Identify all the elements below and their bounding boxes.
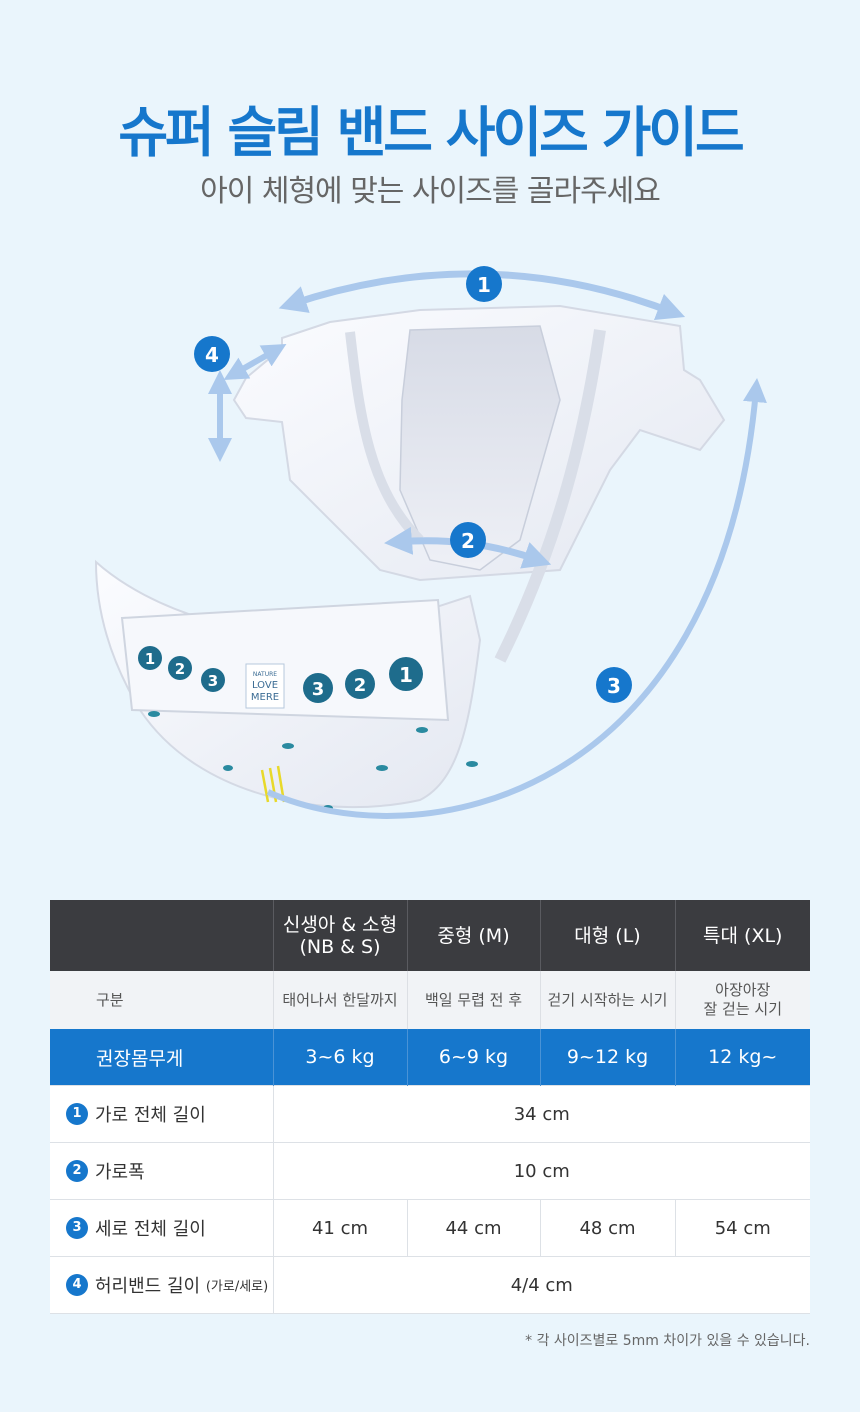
header-size-xl: 특대 (XL) — [674, 900, 810, 971]
marker-label: 1 — [477, 273, 491, 297]
row-label: 2 가로폭 — [50, 1142, 273, 1200]
header-size-nb-s: 신생아 & 소형(NB & S) — [272, 900, 407, 971]
row-label: 1 가로 전체 길이 — [50, 1085, 273, 1143]
row-label-text: 허리밴드 길이 — [95, 1276, 201, 1297]
band-number: 3 — [208, 672, 218, 690]
header-line: 신생아 & 소형 — [282, 913, 398, 936]
leg-cuff-left — [345, 331, 424, 544]
table-header-row: 신생아 & 소형(NB & S) 중형 (M) 대형 (L) 특대 (XL) — [50, 900, 810, 971]
row-label-text: 세로 전체 길이 — [95, 1219, 206, 1240]
stage-cell: 걷기 시작하는 시기 — [539, 971, 675, 1029]
marker-1: 1 — [466, 266, 502, 302]
value-cell: 44 cm — [406, 1199, 540, 1257]
marker-label: 3 — [607, 674, 621, 698]
page-title: 슈퍼 슬림 밴드 사이즈 가이드 — [118, 101, 744, 164]
stage-line: 잘 걷는 시기 — [703, 1000, 783, 1018]
arrow-length-total — [266, 378, 767, 819]
row-label: 4 허리밴드 길이 (가로/세로) — [50, 1256, 273, 1314]
logo-line: MERE — [251, 692, 279, 703]
arrow-waist-horizontal — [223, 344, 287, 380]
logo-line: LOVE — [252, 680, 278, 691]
stage-label: 구분 — [50, 971, 273, 1029]
size-table: 신생아 & 소형(NB & S) 중형 (M) 대형 (L) 특대 (XL) 구… — [50, 900, 810, 1314]
table-row-width-crotch: 2 가로폭 10 cm — [50, 1142, 810, 1200]
diaper-print — [148, 711, 478, 811]
table-row-length-total: 3 세로 전체 길이 41 cm 44 cm 48 cm 54 cm — [50, 1199, 810, 1257]
header-size-l: 대형 (L) — [539, 900, 675, 971]
band-number: 1 — [145, 650, 155, 668]
weight-cell: 9~12 kg — [539, 1029, 675, 1086]
header-empty-cell — [50, 900, 273, 971]
brand-logo: NATURE LOVE MERE — [245, 663, 285, 709]
stage-cell: 태어나서 한달까지 — [272, 971, 407, 1029]
weight-label: 권장몸무게 — [50, 1029, 273, 1086]
header-line: (NB & S) — [299, 935, 381, 958]
band-number: 2 — [354, 675, 367, 696]
band-numbers: 1 2 3 3 2 1 — [138, 646, 423, 703]
footnote: * 각 사이즈별로 5mm 차이가 있을 수 있습니다. — [525, 1333, 810, 1349]
table-row-width-total: 1 가로 전체 길이 34 cm — [50, 1085, 810, 1143]
header-size-m: 중형 (M) — [406, 900, 540, 971]
value-cell: 34 cm — [272, 1085, 810, 1143]
diaper-illustration: 1 2 3 3 2 1 NATURE LOVE MERE 1 2 — [94, 266, 767, 819]
marker-label: 2 — [461, 529, 475, 553]
marker-label: 4 — [205, 343, 219, 367]
value-cell: 41 cm — [272, 1199, 407, 1257]
row-label-text: 가로폭 — [95, 1162, 145, 1183]
row-label-text: 가로 전체 길이 — [95, 1105, 206, 1126]
value-cell: 4/4 cm — [272, 1256, 810, 1314]
number-badge: 3 — [66, 1217, 88, 1239]
number-badge: 4 — [66, 1274, 88, 1296]
row-label-sub: (가로/세로) — [205, 1279, 269, 1295]
band-number: 1 — [399, 663, 413, 687]
row-label: 3 세로 전체 길이 — [50, 1199, 273, 1257]
table-row-waistband: 4 허리밴드 길이 (가로/세로) 4/4 cm — [50, 1256, 810, 1314]
weight-cell: 3~6 kg — [272, 1029, 407, 1086]
marker-4: 4 — [194, 336, 230, 372]
number-badge: 2 — [66, 1160, 88, 1182]
number-badge: 1 — [66, 1103, 88, 1125]
weight-cell: 12 kg~ — [674, 1029, 810, 1086]
marker-3: 3 — [596, 667, 632, 703]
band-number: 3 — [312, 679, 325, 700]
leg-cuff-right — [494, 329, 606, 663]
marker-2: 2 — [450, 522, 486, 558]
value-cell: 54 cm — [674, 1199, 810, 1257]
table-row-weight: 권장몸무게 3~6 kg 6~9 kg 9~12 kg 12 kg~ — [50, 1029, 810, 1086]
logo-line: NATURE — [253, 671, 277, 678]
weight-cell: 6~9 kg — [406, 1029, 540, 1086]
band-number: 2 — [175, 660, 185, 678]
page-subtitle: 아이 체형에 맞는 사이즈를 골라주세요 — [200, 174, 661, 209]
stage-line: 아장아장 — [715, 981, 771, 999]
stage-cell: 백일 무렵 전 후 — [406, 971, 540, 1029]
value-cell: 10 cm — [272, 1142, 810, 1200]
value-cell: 48 cm — [539, 1199, 675, 1257]
